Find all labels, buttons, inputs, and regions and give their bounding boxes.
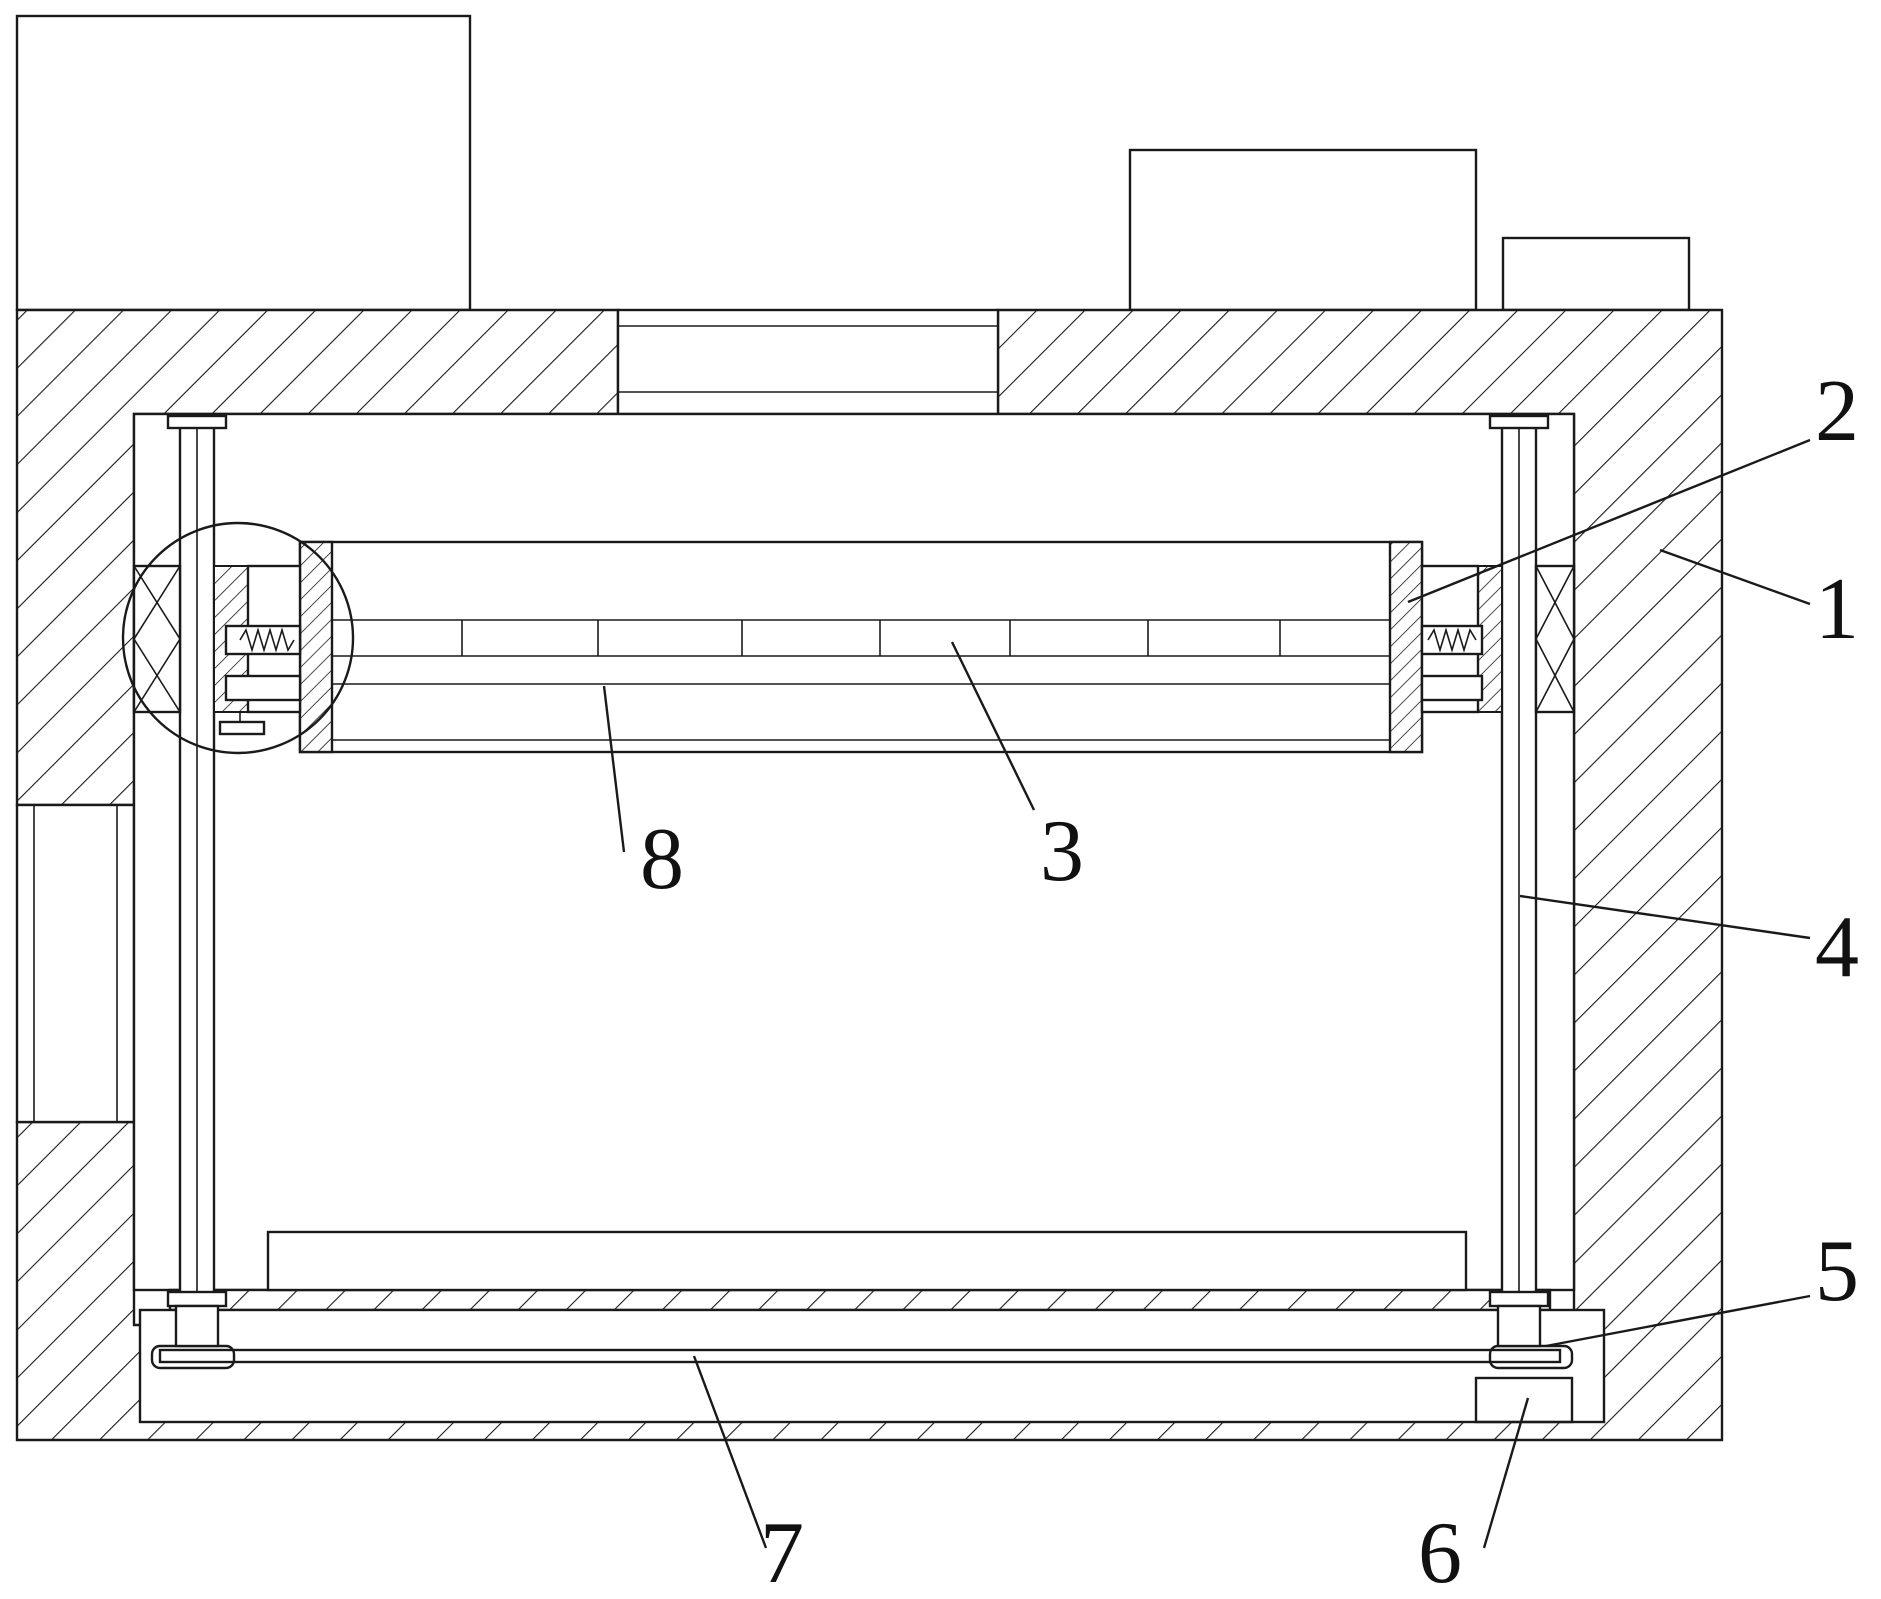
label-2: 2	[1815, 363, 1859, 460]
label-3: 3	[1040, 803, 1084, 900]
detail-circle	[121, 521, 355, 755]
bottom-plate	[168, 1288, 1552, 1312]
screw-right-collar	[1496, 1304, 1542, 1348]
clamp-right	[1420, 564, 1503, 714]
roller-frame	[298, 540, 1424, 754]
label-7: 7	[760, 1505, 804, 1599]
roller-segments	[461, 620, 1281, 656]
leader-2	[1407, 438, 1811, 604]
label-6: 6	[1418, 1505, 1462, 1599]
motor-6	[1474, 1376, 1574, 1424]
leader-5	[1545, 1294, 1811, 1348]
roller-end-left	[298, 540, 334, 754]
clamp-left	[213, 564, 302, 736]
top-left-box	[15, 14, 472, 312]
top-opening-block	[616, 308, 1000, 416]
leader-6	[1482, 1397, 1530, 1549]
base-tray	[266, 1230, 1468, 1292]
top-right-box	[1501, 236, 1691, 312]
bearing-left	[132, 564, 182, 714]
screw-left-cap-top	[166, 414, 228, 430]
leader-3	[950, 641, 1036, 811]
belt-7	[158, 1348, 1562, 1364]
roller-end-right	[1388, 540, 1424, 754]
screw-right-cap-top	[1488, 414, 1550, 430]
leader-1	[1659, 548, 1811, 606]
drive-compartment	[138, 1308, 1606, 1424]
bearing-right	[1534, 564, 1576, 714]
label-5: 5	[1815, 1223, 1859, 1320]
screw-left-collar	[174, 1304, 220, 1348]
top-middle-box	[1128, 148, 1478, 312]
label-1: 1	[1815, 561, 1859, 658]
screw-left-cap-bottom	[166, 1290, 228, 1308]
label-8: 8	[640, 811, 684, 908]
leader-4	[1519, 894, 1811, 940]
screw-right-cap-bottom	[1488, 1290, 1550, 1308]
label-4: 4	[1815, 899, 1859, 996]
leader-7	[692, 1355, 768, 1549]
leader-8	[602, 685, 626, 853]
